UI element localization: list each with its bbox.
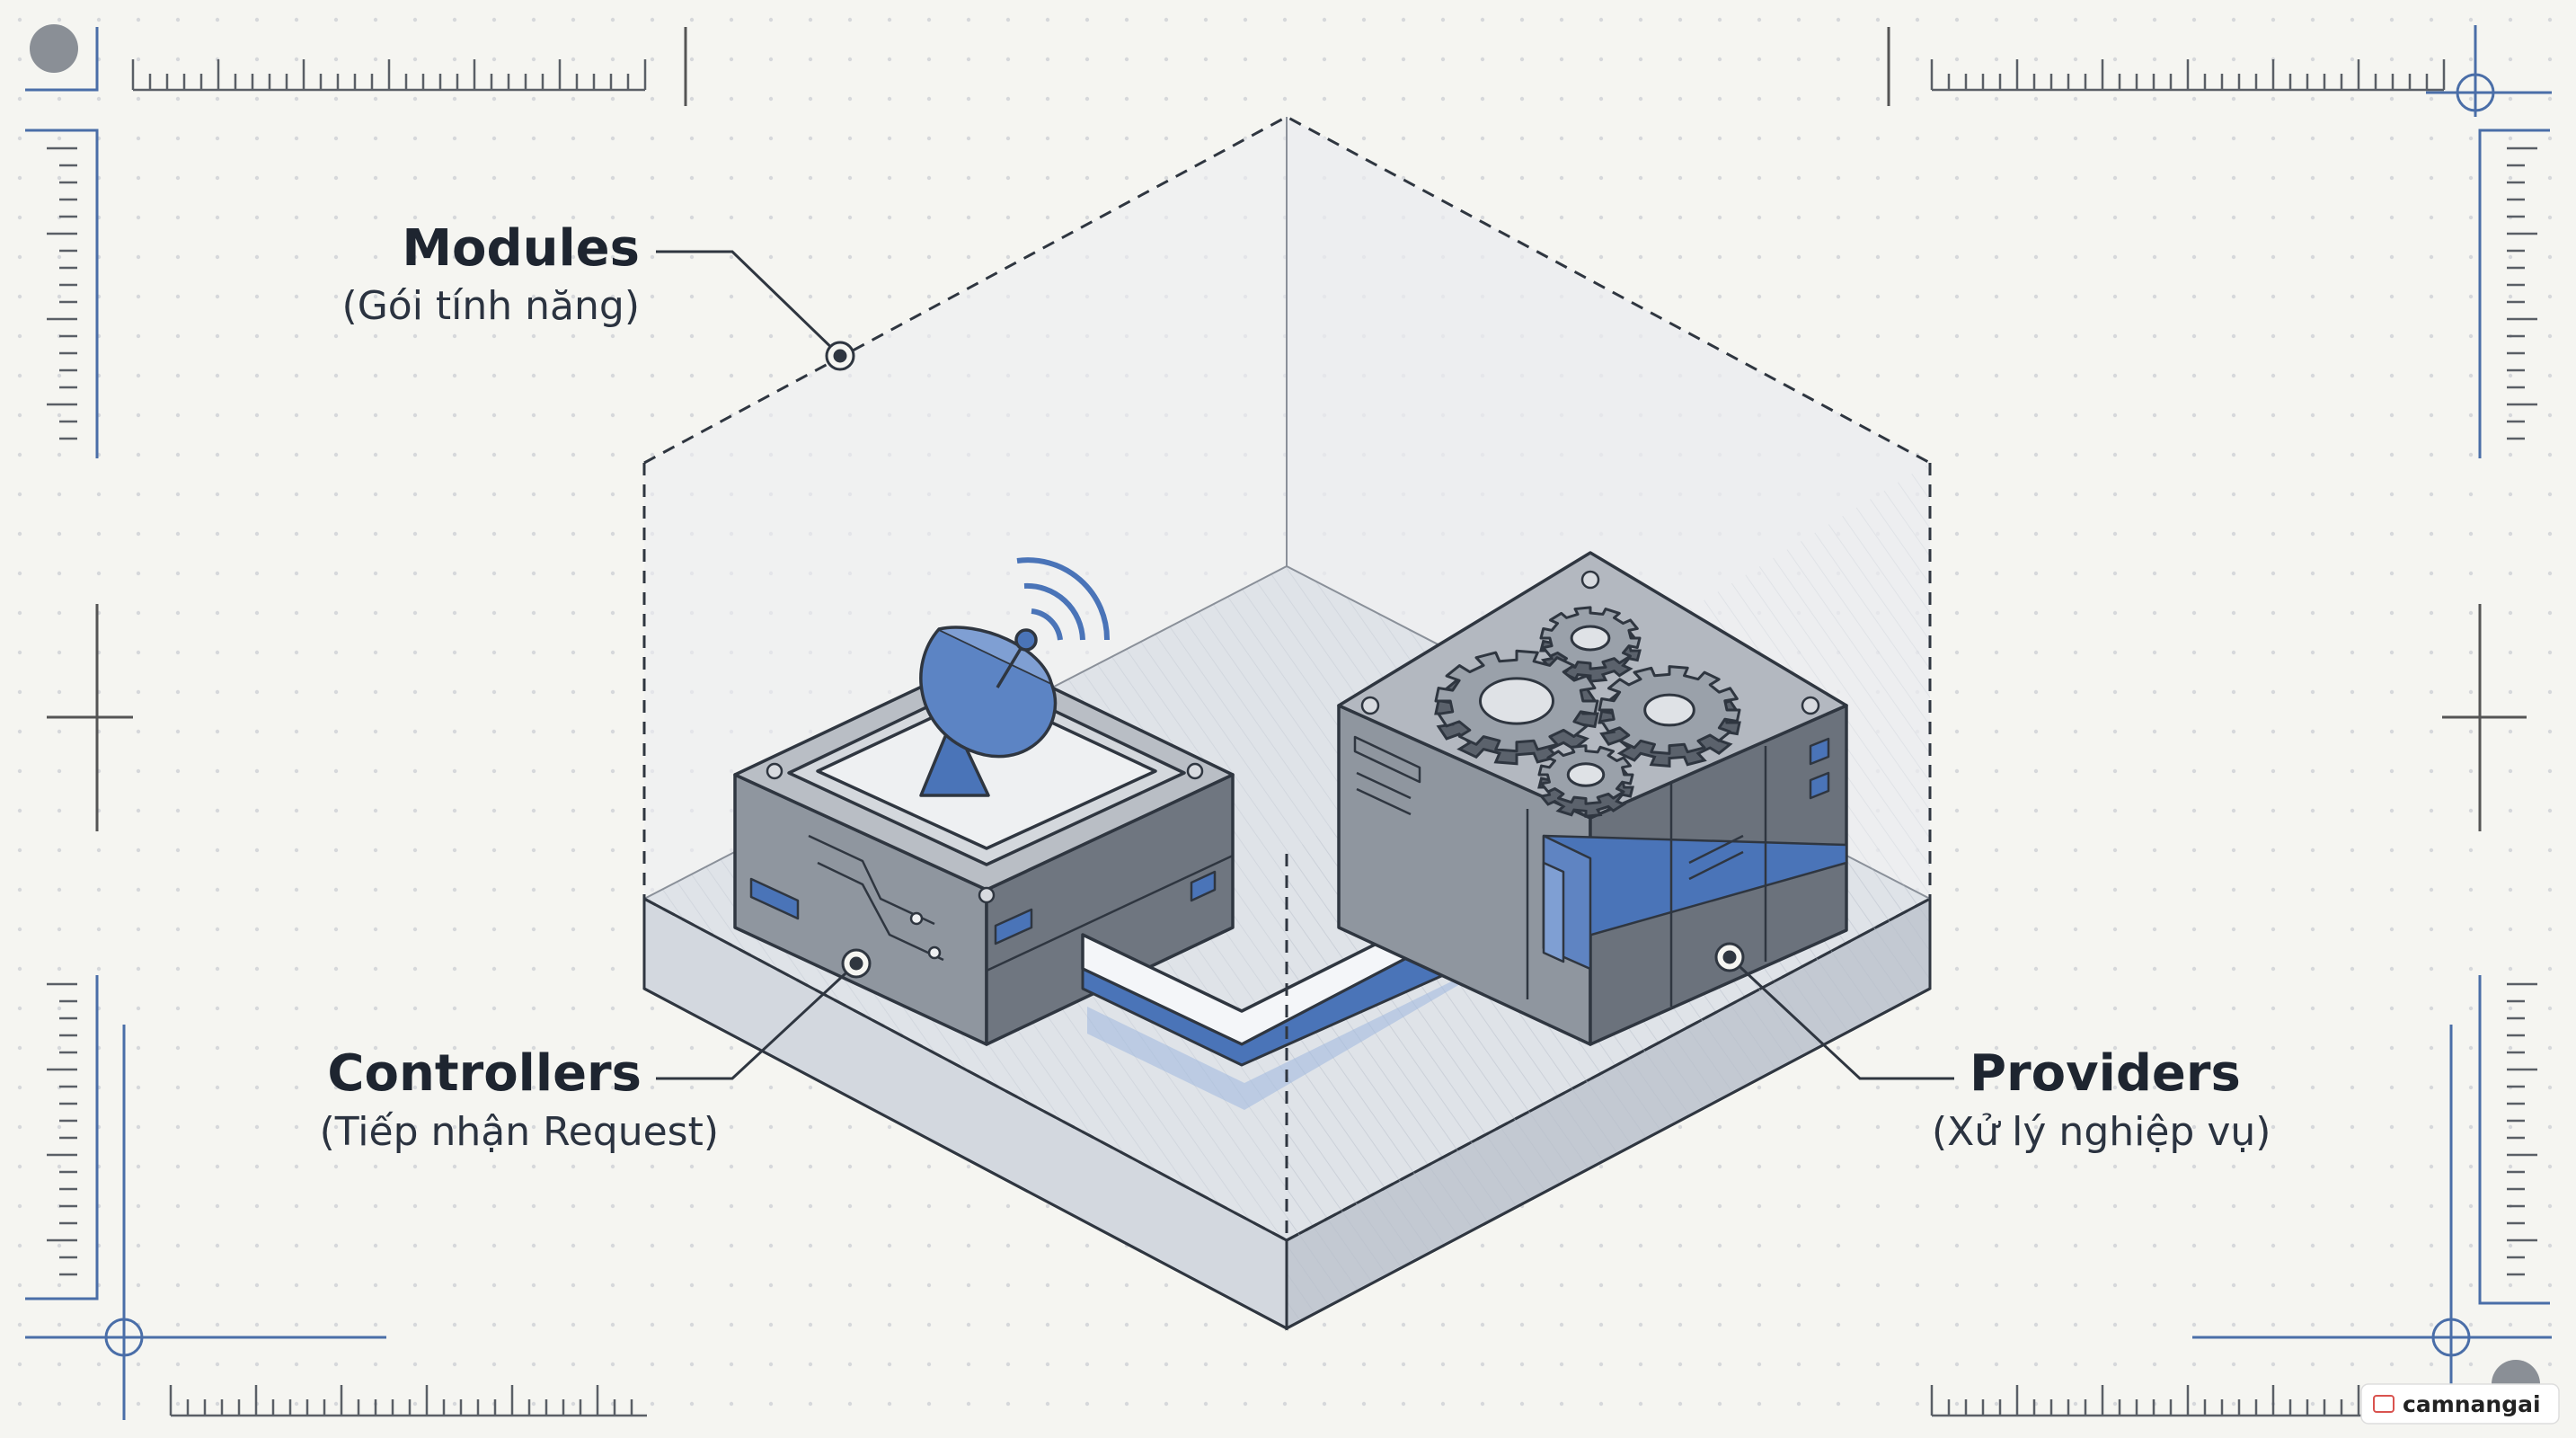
modules-title: Modules [402,219,640,278]
modules-subtitle: (Gói tính năng) [342,283,640,329]
frame-marks [25,24,2552,1420]
providers-title: Providers [1970,1044,2241,1103]
controllers-title: Controllers [327,1044,642,1103]
module-dashed-outline [642,115,1932,1242]
controller-block [733,654,1235,1046]
corner-dot-top-left [30,24,78,73]
callout-anchors [825,341,1745,979]
controllers-subtitle: (Tiếp nhận Request) [320,1109,719,1155]
providers-subtitle: (Xử lý nghiệp vụ) [1932,1109,2271,1155]
callout-lines [656,250,1954,1080]
gear-icon [1434,606,1741,818]
satellite-dish-icon [919,557,1111,797]
watermark-text: camnangai [2403,1391,2541,1417]
watermark-badge: camnangai [2360,1383,2560,1425]
